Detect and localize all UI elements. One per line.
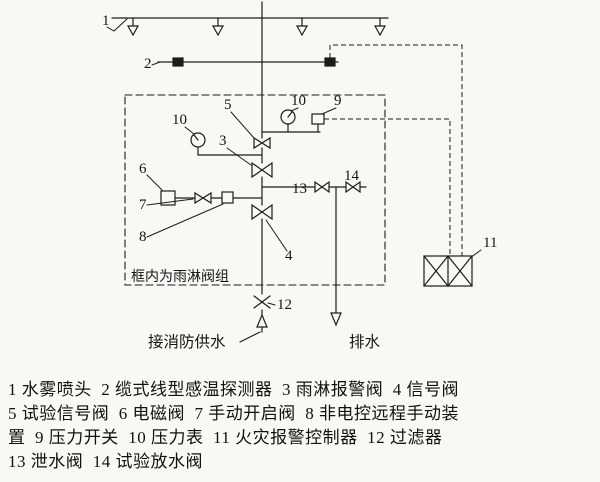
leader-lines [106,18,482,306]
pressure-switch-icon [311,113,325,125]
control-line-detector [329,44,463,256]
spray-nozzle-icon [373,17,387,37]
heat-detector-icon [324,57,336,67]
label-14: 14 [344,168,360,184]
drain-arrow-icon [330,312,342,327]
legend-line-2: 5 试验信号阀 6 电磁阀 7 手动开启阀 8 非电控远程手动装 [8,404,459,423]
legend: 1 水雾喷头 2 缆式线型感温探测器 3 雨淋报警阀 4 信号阀 5 试验信号阀… [0,376,600,474]
manual-valve-icon [194,191,212,205]
label-1: 1 [102,13,110,29]
signal-valve-icon [251,203,273,221]
test-drain-valve-icon [345,180,361,194]
spray-nozzle-icon [295,17,309,37]
label-4: 4 [285,248,293,264]
test-signal-valve-icon [253,136,271,150]
gauge-switch-branch [261,109,325,133]
label-5: 5 [224,97,232,113]
label-10-left: 10 [172,112,187,128]
label-12: 12 [277,297,292,313]
drain-valve-icon [314,180,330,194]
spray-nozzle-icon [126,17,140,37]
label-13: 13 [292,181,307,197]
legend-line-1: 1 水雾喷头 2 缆式线型感温探测器 3 雨淋报警阀 4 信号阀 [8,380,459,399]
pressure-gauge-icon [190,132,206,148]
legend-line-4: 13 泄水阀 14 试验放水阀 [8,452,203,471]
heat-detector-icon [172,57,184,67]
filter-icon [253,295,271,309]
spray-nozzle-icon [211,17,225,37]
label-11: 11 [483,235,497,251]
legend-line-3: 置 9 压力开关 10 压力表 11 火灾报警控制器 12 过滤器 [8,428,443,447]
drain-label: 排水 [349,333,381,351]
label-6: 6 [139,161,147,177]
heat-detector-line [157,57,339,67]
drain-branch [261,180,367,327]
label-10-right: 10 [291,93,306,109]
label-3: 3 [219,133,227,149]
label-2: 2 [144,56,152,72]
trim-branch-left [160,190,263,206]
pressure-gauge-icon [280,109,296,125]
fire-alarm-controller-icon [423,255,473,287]
deluge-valve-icon [251,161,273,179]
supply-inlet [239,313,268,343]
diagram-area: 1 2 5 3 10 10 9 6 7 8 13 14 4 12 11 框内为雨… [102,1,497,351]
label-8: 8 [139,229,147,245]
label-9: 9 [334,93,342,109]
supply-arrow-icon [256,313,268,328]
schematic-diagram: 1 2 5 3 10 10 9 6 7 8 13 14 4 12 11 框内为雨… [102,1,497,351]
drain-pipe [330,186,342,327]
frame-note: 框内为雨淋阀组 [131,269,229,285]
solenoid-valve-icon [221,191,234,204]
gauge-branch-left [190,132,263,156]
supply-label: 接消防供水 [148,333,226,351]
valve-group-frame [124,94,386,286]
control-line-pressure-switch [324,118,451,256]
label-7: 7 [139,197,147,213]
